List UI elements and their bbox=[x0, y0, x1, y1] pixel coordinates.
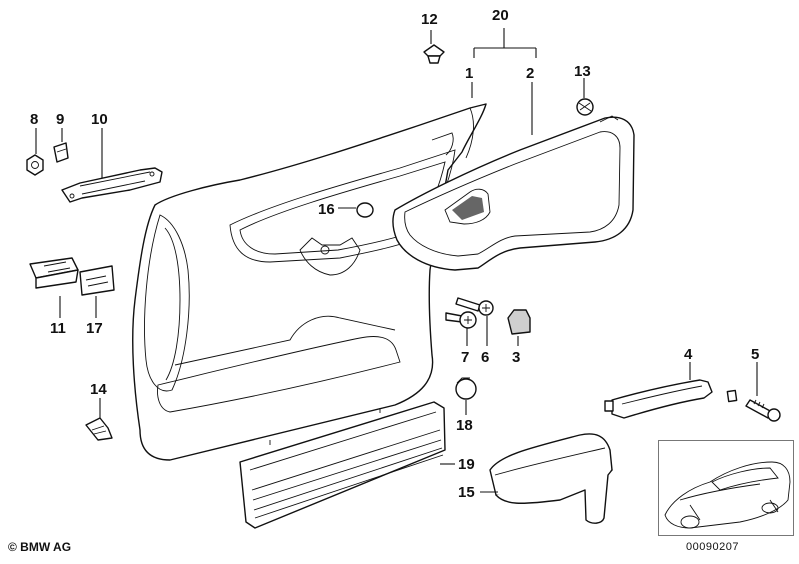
vehicle-inset-illustration bbox=[664, 461, 791, 529]
callout-labels: 1 2 3 4 5 6 7 8 9 10 11 12 13 14 15 16 1… bbox=[30, 7, 759, 501]
callout-5: 5 bbox=[751, 346, 759, 363]
screw-5 bbox=[745, 399, 781, 422]
callout-8: 8 bbox=[30, 111, 38, 128]
bracket-10 bbox=[61, 167, 163, 203]
callout-14: 14 bbox=[90, 381, 107, 398]
callout-9: 9 bbox=[56, 111, 64, 128]
callout-4: 4 bbox=[684, 346, 693, 363]
connector-11 bbox=[29, 257, 79, 289]
pull-handle bbox=[604, 379, 738, 419]
callout-17: 17 bbox=[86, 320, 103, 337]
armrest-panel bbox=[392, 115, 635, 271]
callout-20: 20 bbox=[492, 7, 509, 24]
door-pocket bbox=[239, 401, 446, 529]
callout-3: 3 bbox=[512, 349, 520, 366]
callout-11: 11 bbox=[50, 320, 66, 337]
document-number: 00090207 bbox=[686, 541, 739, 553]
callout-12: 12 bbox=[421, 11, 438, 28]
cap-18 bbox=[455, 377, 477, 400]
cover-cap bbox=[507, 309, 531, 335]
callout-19: 19 bbox=[458, 456, 475, 473]
callout-10: 10 bbox=[91, 111, 108, 128]
push-pin-14 bbox=[85, 417, 113, 441]
bolt-7 bbox=[445, 311, 477, 329]
leader-lines bbox=[35, 28, 758, 493]
callout-1: 1 bbox=[465, 65, 473, 82]
callout-18: 18 bbox=[456, 417, 473, 434]
copyright-label: © BMW AG bbox=[8, 540, 72, 554]
storage-pocket bbox=[489, 433, 613, 524]
clip-13 bbox=[576, 98, 594, 116]
callout-16: 16 bbox=[318, 201, 335, 218]
plug-16 bbox=[356, 202, 374, 218]
callout-2: 2 bbox=[526, 65, 534, 82]
callout-15: 15 bbox=[458, 484, 475, 501]
screw-6 bbox=[455, 297, 494, 316]
nut-8 bbox=[26, 154, 44, 176]
callout-6: 6 bbox=[481, 349, 489, 366]
callout-7: 7 bbox=[461, 349, 469, 366]
callout-13: 13 bbox=[574, 63, 591, 80]
vehicle-inset-frame bbox=[658, 440, 794, 536]
grommet-12 bbox=[423, 44, 445, 64]
clip-9 bbox=[53, 142, 69, 163]
connector-17 bbox=[79, 265, 115, 296]
